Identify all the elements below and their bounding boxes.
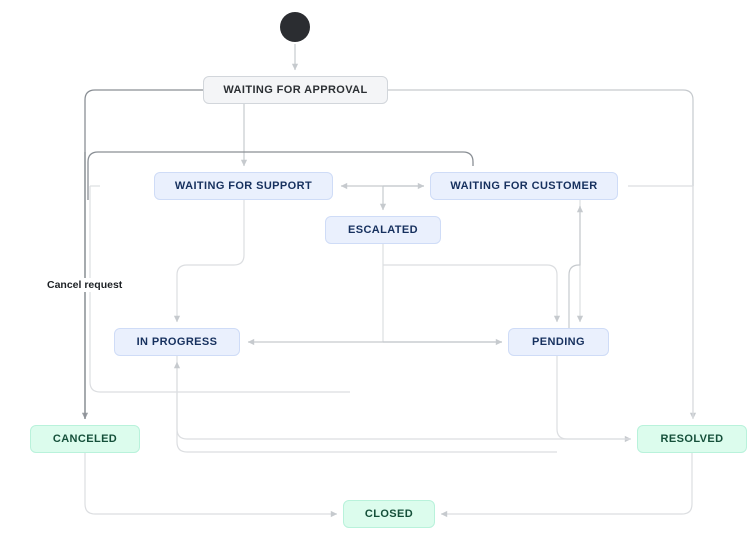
edge-approval-to-canceled	[81, 89, 203, 420]
node-escalated[interactable]: ESCALATED	[325, 216, 441, 244]
edge-pending-to-customer	[568, 205, 584, 328]
edge-resolved-to-in-progress	[173, 361, 557, 453]
node-canceled[interactable]: CANCELED	[30, 425, 140, 453]
edge-pending-to-resolved	[556, 356, 632, 443]
node-pending[interactable]: PENDING	[508, 328, 609, 356]
edge-approval-to-resolved	[388, 89, 697, 420]
node-closed[interactable]: CLOSED	[343, 500, 435, 528]
node-waiting-for-approval[interactable]: WAITING FOR APPROVAL	[203, 76, 388, 104]
start-state-node	[280, 12, 310, 42]
node-waiting-for-support[interactable]: WAITING FOR SUPPORT	[154, 172, 333, 200]
node-resolved[interactable]: RESOLVED	[637, 425, 747, 453]
edge-label-cancel-request: Cancel request	[44, 278, 126, 292]
edge-left-rail-lower	[89, 186, 350, 393]
node-in-progress[interactable]: IN PROGRESS	[114, 328, 240, 356]
edge-support-to-in-progress	[173, 200, 245, 323]
node-waiting-for-customer[interactable]: WAITING FOR CUSTOMER	[430, 172, 618, 200]
edge-escalated-to-pending	[383, 264, 561, 323]
edge-resolved-to-closed	[440, 453, 693, 518]
edge-in-progress-to-resolved	[176, 356, 631, 440]
edge-canceled-to-closed	[84, 453, 338, 518]
